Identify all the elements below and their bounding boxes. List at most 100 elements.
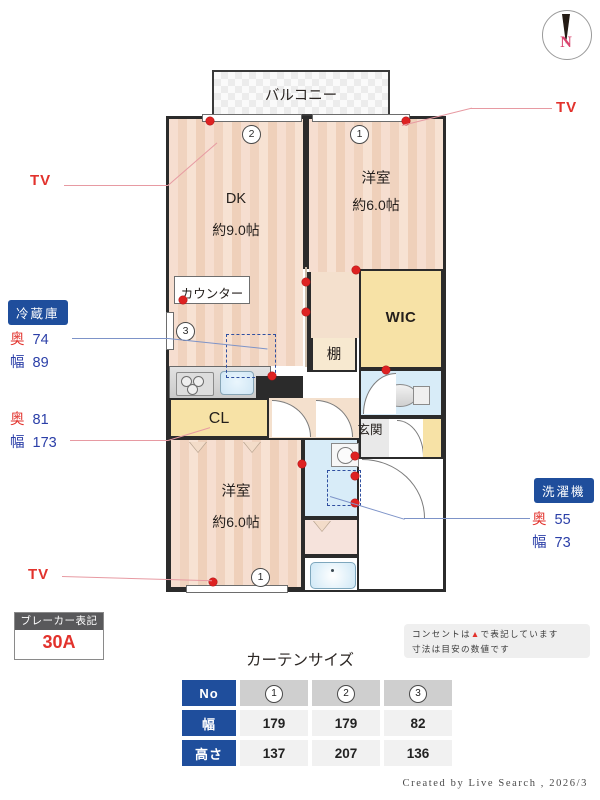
closet-fold-marker [189,442,207,453]
wall-corridor-left [307,272,311,372]
partition-lower-line [305,267,307,367]
fridge-badge: 冷蔵庫 [8,300,68,325]
window-2[interactable] [202,114,302,122]
curtain-col-3-header: 3 [384,680,452,706]
genkan-tataki [361,419,389,457]
washer-depth-value: 55 [554,512,571,528]
closet-depth: 奥 81 [10,408,49,429]
genkan-inner-door-arc [397,420,424,457]
closet-width-key: 幅 [10,435,25,451]
washer-space [327,470,361,506]
curtain-number-3: 3 [409,684,427,703]
breaker-title: ブレーカー表記 [15,613,103,630]
curtain-height-1: 137 [240,740,308,766]
curtain-width-2: 179 [312,710,380,736]
shelf-label: 棚 [326,347,342,363]
closet-leader-line [70,440,168,442]
breaker-amperage: 30A [42,632,76,652]
stove-icon [176,372,214,396]
fridge-width-key: 幅 [10,355,25,371]
outlet-marker [206,117,214,125]
fridge-width-value: 89 [32,355,49,371]
corridor-upper [309,272,359,338]
washer-badge: 洗濯機 [534,478,594,503]
outlet-marker [209,578,217,586]
closet-cl: CL [169,398,269,438]
bathtub-drain-icon [331,569,334,572]
closet-fold-marker [313,521,331,532]
curtain-number-1: 1 [265,684,283,703]
fridge-depth-key: 奥 [10,332,25,348]
legend-note-line1: コンセントは▲で表記しています [412,627,590,642]
compass-north-label: N [560,34,572,51]
window-1-south[interactable] [186,585,288,593]
floorplan: バルコニー DK 約9.0帖 洋室 約6.0帖 2 1 3 カウンター 棚 WI… [166,70,446,593]
entrance-genkan: 玄関 [357,417,443,459]
window-marker-1: 1 [350,125,369,144]
partition-dk-washitsu [303,119,309,269]
closet-cl-label: CL [208,410,230,427]
curtain-row-header-width: 幅 [182,710,236,736]
genkan-shoe-box [423,419,441,457]
closet-width-value: 173 [32,435,57,451]
shelf-box: 棚 [311,338,357,372]
curtain-row-header-height: 高さ [182,740,236,766]
washer-leader-line [404,518,530,520]
curtain-height-2: 207 [312,740,380,766]
fridge-space [226,334,276,378]
balcony-label: バルコニー [264,88,338,104]
outlet-marker [351,452,359,460]
outlet-marker [352,266,360,274]
legend-note-line1-b: で表記しています [480,629,559,639]
room-washitsu-south-label: 洋室 [221,484,251,500]
fridge-leader-line [72,338,168,340]
room-washitsu-north: 洋室 約6.0帖 [309,119,443,272]
genkan-label: 玄関 [357,423,383,437]
dressing-area [303,518,359,556]
counter-label: カウンター [180,287,244,301]
tv-label-left-top: TV [30,172,52,189]
washer-depth: 奥 55 [532,508,571,529]
closet-depth-key: 奥 [10,412,25,428]
room-washitsu-south-size: 約6.0帖 [212,514,260,530]
balcony: バルコニー [212,70,390,116]
table-row-no: No 1 2 3 [182,680,452,706]
bathroom [303,556,359,592]
curtain-row-header-no: No [182,680,236,706]
wic-label: WIC [385,309,417,326]
bathtub-icon [310,562,356,589]
curtain-size-title: カーテンサイズ [245,652,355,669]
legend-note-line2: 寸法は目安の数値です [412,644,510,654]
closet-depth-value: 81 [32,412,49,428]
fridge-width: 幅 89 [10,351,49,372]
curtain-width-3: 82 [384,710,452,736]
curtain-number-2: 2 [337,684,355,703]
room-washitsu-north-size: 約6.0帖 [352,197,400,213]
outlet-marker [302,308,310,316]
closet-width: 幅 173 [10,431,57,452]
footer-credit: Created by Live Search , 2026/3 [402,778,588,789]
tv-label-left-bottom: TV [28,566,50,583]
outlet-marker [402,117,410,125]
washer-depth-key: 奥 [532,512,547,528]
room-washitsu-south: 洋室 約6.0帖 [169,438,303,589]
window-1[interactable] [312,114,410,122]
window-3[interactable] [166,312,174,350]
legend-note-line1-a: コンセントは [412,629,471,639]
counter-dark-block [256,376,303,398]
legend-note: コンセントは▲で表記しています 寸法は目安の数値です [404,624,590,658]
table-row-height: 高さ 137 207 136 [182,740,452,766]
tv-label-right-top: TV [556,99,578,116]
wic-room: WIC [359,269,443,369]
outlet-marker [179,296,187,304]
toilet-room [359,369,443,417]
curtain-col-2-header: 2 [312,680,380,706]
toilet-door-arc [363,373,396,414]
curtain-height-3: 136 [384,740,452,766]
room-dk-size: 約9.0帖 [212,222,260,238]
breaker-box: ブレーカー表記 30A [14,612,104,660]
sink-icon [220,371,254,395]
toilet-tank-icon [413,386,430,405]
